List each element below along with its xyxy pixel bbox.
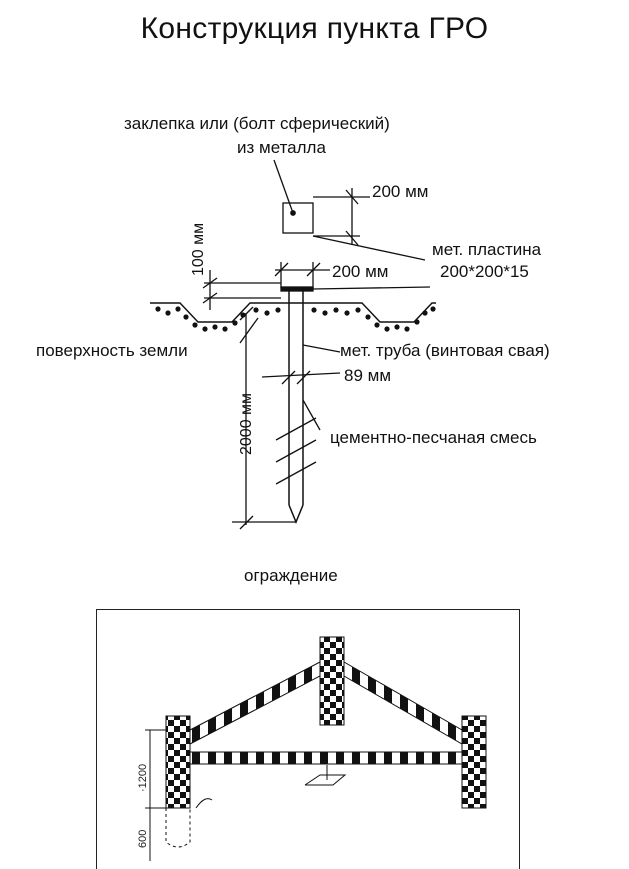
mix-label: цементно-песчаная смесь [330,428,537,447]
pipe-label: мет. труба (винтовая свая) [340,341,550,360]
fence-caption: ограждение [244,566,338,585]
fence-frame [96,609,520,869]
fence-rail-right [343,661,463,745]
fence-post-right [461,715,487,809]
rivet-label-line1: заклепка или (болт сферический) [124,114,390,133]
mix-leader [302,399,321,431]
plate-label-line1: мет. пластина [432,240,542,259]
ground-surface-label: поверхность земли [36,341,188,360]
plate [282,202,314,234]
pipe-leader [302,344,341,353]
fence-post-left [165,715,191,809]
gro-construction-diagram [150,159,436,530]
fence-dimension-1200: ·1200 [137,763,149,792]
plate-width-dimension: 200 мм [372,182,429,201]
page-title: Конструкция пункта ГРО [140,12,489,45]
dimension-89mm: 89 мм [344,366,392,385]
rivet-leader [273,159,294,214]
fence-dimension-600: 600 [137,829,149,848]
fence-rail-bottom [189,751,463,765]
plate-leader [312,235,426,261]
head-leader [312,286,431,290]
fence-post-center [319,636,345,726]
fence-rail-left [189,661,321,745]
plate-label-line2: 200*200*15 [440,262,529,281]
rivet-label-line2: из металла [237,138,326,157]
soil-dots [155,306,436,332]
head-width-dimension: 200 мм [332,262,389,281]
